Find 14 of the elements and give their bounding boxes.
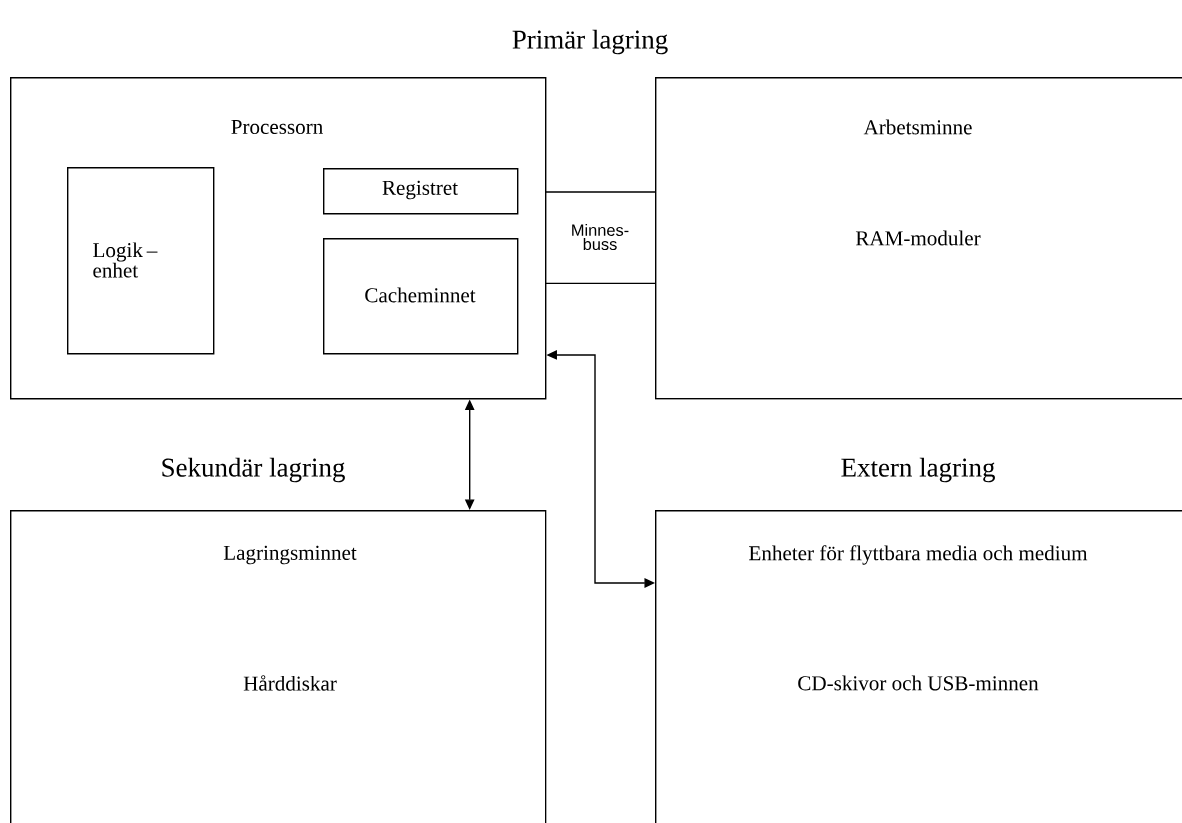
- box-title: Arbetsminne: [863, 119, 972, 135]
- box-label: CD-skivor och USB-minnen: [798, 675, 1039, 691]
- box-title: Enheter för flyttbara media och medium: [749, 545, 1088, 565]
- box-label: Registret: [382, 180, 458, 200]
- box-label: Hårddiskar: [243, 675, 337, 691]
- box-label: RAM-moduler: [855, 230, 981, 246]
- section-heading: Extern lagring: [841, 457, 995, 483]
- box-label: Cacheminnet: [365, 287, 476, 303]
- box-label: Logik – enhet: [93, 242, 158, 278]
- bus-label: Minnes- buss: [572, 223, 629, 251]
- box-title: Processorn: [231, 120, 323, 134]
- box-title: Lagringsminnet: [223, 545, 357, 565]
- section-heading: Primär lagring: [512, 29, 668, 55]
- section-heading: Sekundär lagring: [162, 457, 345, 483]
